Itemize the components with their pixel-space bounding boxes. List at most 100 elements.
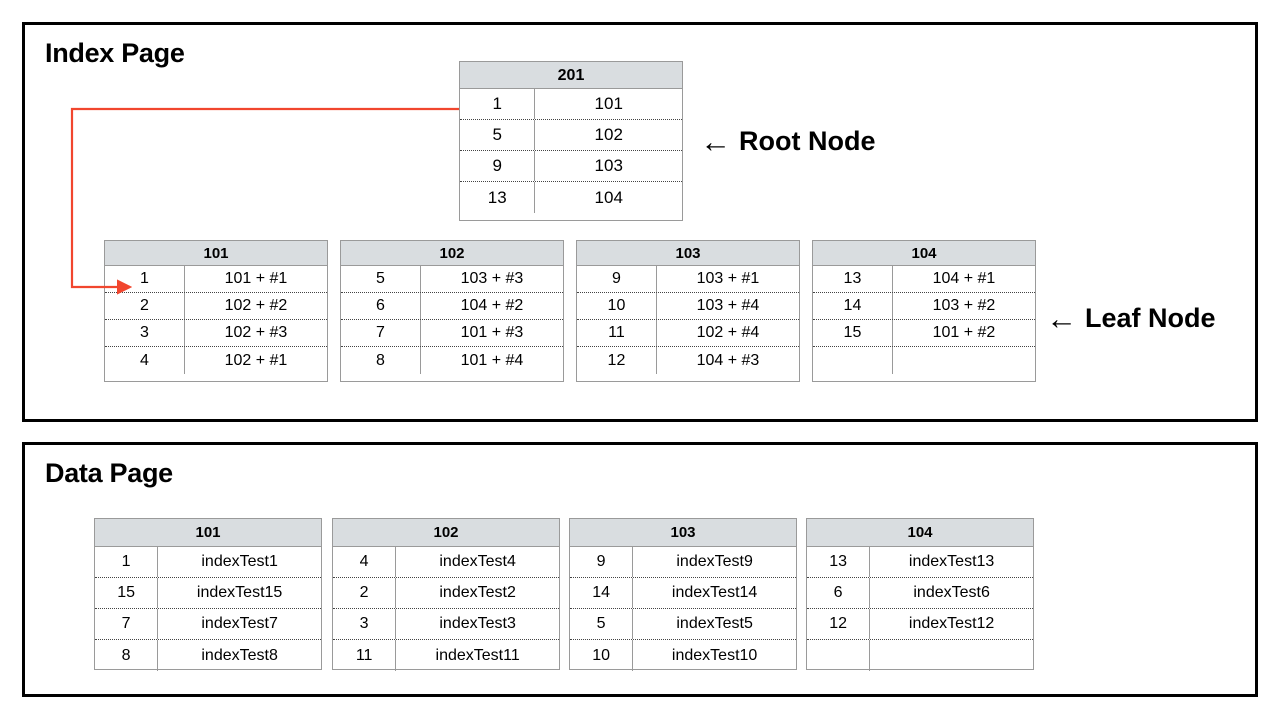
row-value: 101 xyxy=(594,94,623,113)
data-node-table-103: 103 9 indexTest9 14 indexTest14 5 indexT… xyxy=(569,518,797,671)
table-row: 1 indexTest1 xyxy=(95,547,321,578)
row-value: indexTest8 xyxy=(201,646,278,664)
row-key xyxy=(807,640,871,671)
row-value: 102 + #4 xyxy=(696,324,760,341)
left-arrow-icon: ← xyxy=(700,124,731,159)
table-row: 14 103 + #2 xyxy=(813,293,1035,320)
root-node-rows: 1 101 5 102 9 103 13 104 xyxy=(460,89,682,213)
table-row: 14 indexTest14 xyxy=(570,578,796,609)
row-value: 101 + #4 xyxy=(460,351,524,369)
row-value: indexTest14 xyxy=(671,584,758,601)
row-key: 12 xyxy=(807,609,871,639)
row-value: indexTest13 xyxy=(908,553,995,570)
data-node-rows: 1 indexTest1 15 indexTest15 7 indexTest7… xyxy=(95,547,321,671)
row-key: 4 xyxy=(105,347,185,374)
row-value: 102 xyxy=(594,125,623,144)
table-row: 5 102 xyxy=(460,120,682,151)
row-key: 5 xyxy=(341,266,421,292)
leaf-node-annotation: ← Leaf Node xyxy=(1046,303,1216,334)
root-node-annotation: ← Root Node xyxy=(700,126,875,157)
row-value: 104 + #3 xyxy=(696,351,760,369)
table-row: 12 104 + #3 xyxy=(577,347,799,374)
data-node-table-101: 101 1 indexTest1 15 indexTest15 7 indexT… xyxy=(94,518,322,671)
row-value: indexTest7 xyxy=(201,615,278,632)
leaf-node-rows: 9 103 + #1 10 103 + #4 11 102 + #4 12 10… xyxy=(577,266,799,374)
table-row-empty xyxy=(813,347,1035,374)
leaf-node-annotation-label: Leaf Node xyxy=(1085,303,1216,333)
row-value: 102 + #3 xyxy=(224,324,288,341)
table-row: 4 indexTest4 xyxy=(333,547,559,578)
row-key: 1 xyxy=(105,266,185,292)
data-node-table-102: 102 4 indexTest4 2 indexTest2 3 indexTes… xyxy=(332,518,560,671)
row-value: indexTest4 xyxy=(439,553,516,570)
data-node-rows: 9 indexTest9 14 indexTest14 5 indexTest5… xyxy=(570,547,796,671)
leaf-node-header: 104 xyxy=(813,241,1035,266)
row-key: 3 xyxy=(105,320,185,346)
row-key: 1 xyxy=(95,547,159,577)
row-key: 7 xyxy=(341,320,421,346)
table-row: 9 indexTest9 xyxy=(570,547,796,578)
leaf-node-rows: 5 103 + #3 6 104 + #2 7 101 + #3 8 101 +… xyxy=(341,266,563,374)
row-value xyxy=(870,640,1033,671)
root-node-header: 201 xyxy=(460,62,682,89)
row-value xyxy=(893,347,1035,374)
row-key: 11 xyxy=(577,320,657,346)
leaf-node-rows: 1 101 + #1 2 102 + #2 3 102 + #3 4 102 +… xyxy=(105,266,327,374)
row-value: indexTest1 xyxy=(201,553,278,570)
data-node-table-104: 104 13 indexTest13 6 indexTest6 12 index… xyxy=(806,518,1034,671)
leaf-node-header: 102 xyxy=(341,241,563,266)
table-row: 3 indexTest3 xyxy=(333,609,559,640)
row-value: indexTest2 xyxy=(439,584,516,601)
table-row: 11 102 + #4 xyxy=(577,320,799,347)
row-value: 102 + #1 xyxy=(224,351,288,369)
leaf-node-header: 103 xyxy=(577,241,799,266)
left-arrow-icon: ← xyxy=(1046,301,1077,336)
row-value: 104 xyxy=(594,187,623,207)
table-row: 13 indexTest13 xyxy=(807,547,1033,578)
root-node-annotation-label: Root Node xyxy=(739,126,876,156)
table-row: 6 indexTest6 xyxy=(807,578,1033,609)
leaf-node-table-103: 103 9 103 + #1 10 103 + #4 11 102 + #4 1… xyxy=(576,240,800,382)
data-node-rows: 4 indexTest4 2 indexTest2 3 indexTest3 1… xyxy=(333,547,559,671)
table-row: 11 indexTest11 xyxy=(333,640,559,671)
leaf-node-table-104: 104 13 104 + #1 14 103 + #2 15 101 + #2 xyxy=(812,240,1036,382)
row-key: 15 xyxy=(95,578,159,608)
table-row: 3 102 + #3 xyxy=(105,320,327,347)
table-row: 1 101 xyxy=(460,89,682,120)
row-key: 2 xyxy=(105,293,185,319)
row-key: 8 xyxy=(95,640,159,671)
leaf-node-table-102: 102 5 103 + #3 6 104 + #2 7 101 + #3 8 1… xyxy=(340,240,564,382)
index-page-title: Index Page xyxy=(45,38,185,68)
row-value: 103 + #3 xyxy=(460,270,524,287)
table-row: 9 103 xyxy=(460,151,682,182)
row-key: 8 xyxy=(341,347,421,374)
row-value: indexTest11 xyxy=(435,646,520,664)
table-row: 2 102 + #2 xyxy=(105,293,327,320)
row-value: indexTest15 xyxy=(196,584,283,601)
row-value: 103 + #4 xyxy=(696,297,760,314)
row-key: 6 xyxy=(341,293,421,319)
row-key: 9 xyxy=(460,151,536,181)
row-key: 14 xyxy=(813,293,893,319)
row-key: 5 xyxy=(570,609,634,639)
table-row: 10 indexTest10 xyxy=(570,640,796,671)
table-row: 10 103 + #4 xyxy=(577,293,799,320)
table-row: 8 indexTest8 xyxy=(95,640,321,671)
data-node-header: 102 xyxy=(333,519,559,547)
row-value: indexTest10 xyxy=(671,646,758,664)
row-key: 9 xyxy=(570,547,634,577)
leaf-node-rows: 13 104 + #1 14 103 + #2 15 101 + #2 xyxy=(813,266,1035,374)
data-node-header: 101 xyxy=(95,519,321,547)
table-row: 13 104 xyxy=(460,182,682,213)
data-page-title: Data Page xyxy=(45,458,173,488)
leaf-node-table-101: 101 1 101 + #1 2 102 + #2 3 102 + #3 4 1… xyxy=(104,240,328,382)
row-key: 9 xyxy=(577,266,657,292)
table-row-empty xyxy=(807,640,1033,671)
row-value: 104 + #2 xyxy=(460,297,524,314)
row-value: indexTest12 xyxy=(908,615,995,632)
row-key: 6 xyxy=(807,578,871,608)
row-value: indexTest6 xyxy=(913,584,990,601)
row-key: 15 xyxy=(813,320,893,346)
table-row: 9 103 + #1 xyxy=(577,266,799,293)
row-value: 103 xyxy=(594,156,623,175)
